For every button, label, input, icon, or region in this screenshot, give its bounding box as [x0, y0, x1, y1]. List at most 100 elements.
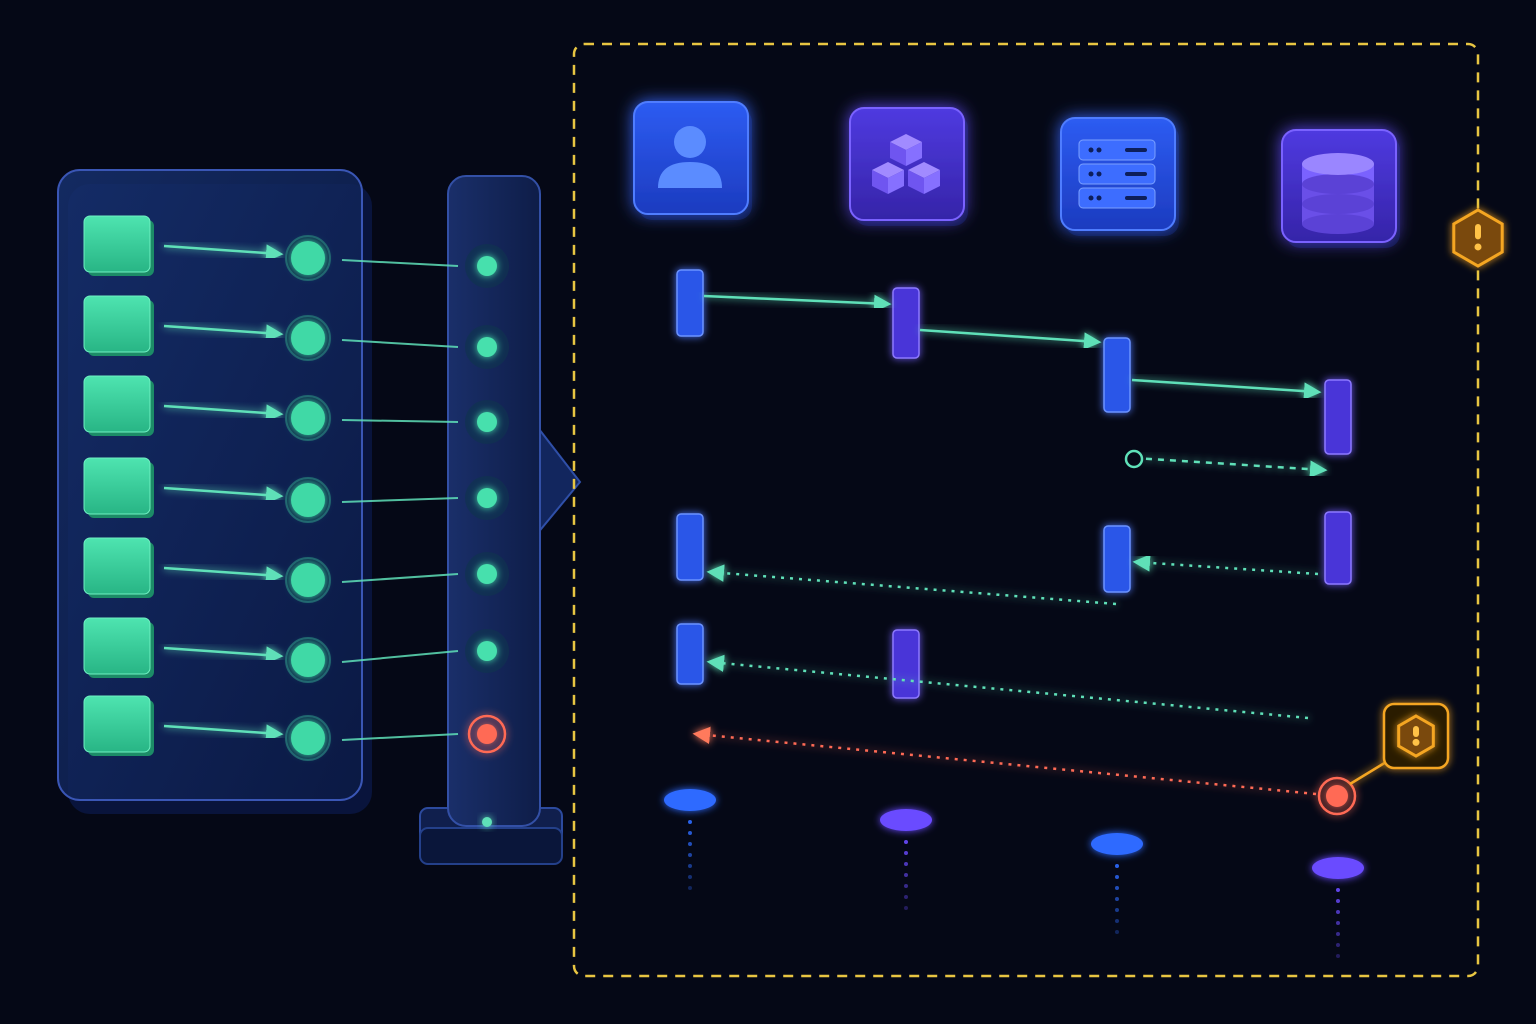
- lifeline-tail-dot: [1336, 921, 1340, 925]
- rail-node[interactable]: [477, 564, 497, 584]
- message-async[interactable]: [1133, 456, 1328, 478]
- step-node[interactable]: [291, 483, 325, 517]
- warning-boundary[interactable]: [1452, 208, 1504, 268]
- server-led: [1088, 171, 1094, 177]
- message-response[interactable]: [706, 654, 1309, 720]
- step-block[interactable]: [83, 215, 151, 273]
- db-layer-bottom: [1302, 194, 1374, 214]
- lifeline-tail-dot: [688, 853, 692, 857]
- lifelines: [664, 212, 1364, 958]
- warning-dot: [1412, 738, 1420, 746]
- lifeline-tail-dot: [1336, 932, 1340, 936]
- activation-bar: [676, 269, 704, 337]
- participant-user[interactable]: [633, 101, 752, 220]
- lifeline-tail-dot: [688, 864, 692, 868]
- step-node[interactable]: [291, 643, 325, 677]
- async-origin-dot: [1124, 449, 1144, 469]
- rail-error-dot[interactable]: [477, 724, 497, 744]
- activation-bar: [676, 513, 704, 581]
- message-response[interactable]: [706, 564, 1117, 606]
- participant-cubes[interactable]: [849, 107, 968, 226]
- user-head: [674, 126, 706, 158]
- lifeline-tail-dot: [688, 842, 692, 846]
- step-arrow: [163, 646, 284, 664]
- rail-error-ring: [467, 714, 507, 754]
- step-arrow: [163, 486, 284, 504]
- rail-node[interactable]: [477, 256, 497, 276]
- step-block[interactable]: [83, 537, 151, 595]
- message-error[interactable]: [692, 726, 1317, 796]
- cube-top-left: [890, 142, 906, 166]
- lifeline-tail-dot: [1115, 897, 1119, 901]
- participant-tile[interactable]: [633, 101, 749, 215]
- step-block[interactable]: [83, 375, 151, 433]
- step-block[interactable]: [83, 457, 151, 515]
- server-led: [1096, 147, 1102, 153]
- step-arrow: [163, 724, 284, 742]
- cube-right-right: [924, 170, 940, 194]
- step-connector: [341, 497, 459, 503]
- lifeline-tail-dot: [1336, 899, 1340, 903]
- server-led: [1096, 171, 1102, 177]
- pipeline-step: [83, 295, 509, 369]
- activation-bar: [1324, 379, 1352, 455]
- scope-boundary: [572, 42, 1480, 978]
- error-origin-dot[interactable]: [1326, 785, 1348, 807]
- step-node[interactable]: [291, 721, 325, 755]
- activation-bar: [892, 629, 920, 699]
- cube-top-right: [906, 142, 922, 166]
- user-body: [658, 162, 722, 188]
- step-block[interactable]: [83, 617, 151, 675]
- step-arrow: [163, 566, 284, 584]
- message-request[interactable]: [703, 294, 892, 313]
- activation-bar: [676, 623, 704, 685]
- message-response[interactable]: [1132, 554, 1319, 576]
- server-slot: [1125, 196, 1147, 200]
- step-node[interactable]: [291, 321, 325, 355]
- step-connector: [341, 419, 459, 423]
- lifeline-tail-dot: [688, 831, 692, 835]
- activation-bar: [1103, 337, 1131, 413]
- rail-node[interactable]: [477, 641, 497, 661]
- db-layer-bottom: [1302, 174, 1374, 194]
- pipeline-step: [83, 375, 509, 444]
- lifeline-tail-dot: [1115, 930, 1119, 934]
- error-origin-ring: [1317, 776, 1357, 816]
- message-request[interactable]: [1131, 378, 1322, 400]
- rail-node[interactable]: [477, 412, 497, 432]
- step-node[interactable]: [291, 241, 325, 275]
- step-node[interactable]: [291, 563, 325, 597]
- rail-node[interactable]: [477, 337, 497, 357]
- step-block[interactable]: [83, 695, 151, 753]
- pipeline-step: [83, 617, 509, 683]
- activation-bar: [1324, 511, 1352, 585]
- lifeline-tail-dot: [688, 820, 692, 824]
- step-block[interactable]: [83, 295, 151, 353]
- message-request[interactable]: [919, 328, 1102, 350]
- server-led: [1096, 195, 1102, 201]
- lifeline-tail-dot: [1115, 919, 1119, 923]
- step-connector: [341, 573, 459, 583]
- rail-end-dot: [482, 817, 492, 827]
- lifeline-end-cap: [664, 789, 716, 811]
- lifeline-tail-dot: [1336, 943, 1340, 947]
- lifeline-tail-dot: [904, 851, 908, 855]
- server-unit: [1078, 139, 1156, 161]
- warning-error-message[interactable]: [1397, 714, 1435, 758]
- activation-bar: [892, 287, 920, 359]
- server-unit: [1078, 187, 1156, 209]
- warning-mark: [1413, 726, 1419, 737]
- pipeline-step: [83, 695, 507, 761]
- participant-database[interactable]: [1281, 129, 1400, 248]
- rail-node[interactable]: [477, 488, 497, 508]
- server-slot: [1125, 172, 1147, 176]
- step-node[interactable]: [291, 401, 325, 435]
- participant-server[interactable]: [1060, 117, 1179, 236]
- warning-dot: [1474, 243, 1482, 251]
- lifeline-tail-dot: [904, 840, 908, 844]
- pipeline-step: [83, 457, 509, 523]
- cube-right-left: [908, 170, 924, 194]
- pipeline-step: [83, 215, 509, 288]
- lifeline-end-cap: [1312, 857, 1364, 879]
